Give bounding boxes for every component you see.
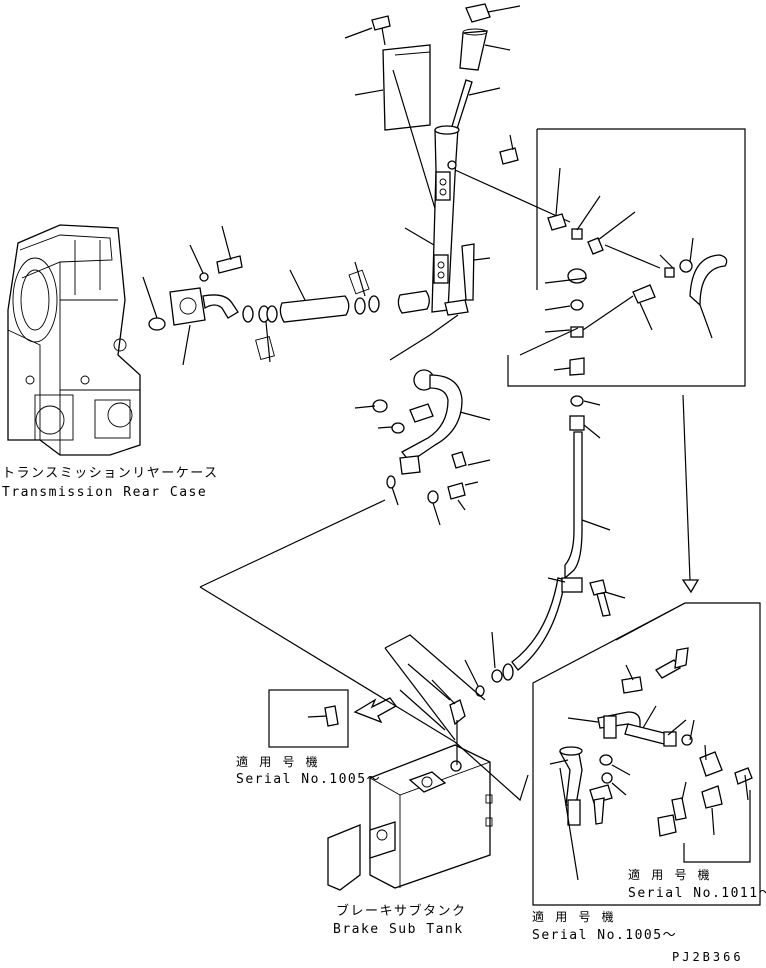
serial-inner-label-en: Serial No.1011～ xyxy=(628,886,766,901)
bolt-washer-flange xyxy=(189,225,243,282)
arrow-left xyxy=(353,697,397,724)
bracket-rod xyxy=(461,243,491,301)
flange-elbow xyxy=(169,287,239,366)
transmission-rear-case xyxy=(7,224,141,456)
brake-tank-label-jp: ブレーキサブタンク xyxy=(336,904,467,919)
brake-pipe xyxy=(464,395,626,697)
o-ring-left xyxy=(142,276,166,331)
detail-frame-left-small xyxy=(268,689,349,748)
detail-upper-right-parts xyxy=(519,167,728,376)
bolt-top xyxy=(344,15,391,46)
serial-right-label-jp: 適 用 号 機 xyxy=(532,910,616,924)
dipstick xyxy=(449,79,501,136)
detail-frame-lower-right xyxy=(532,602,761,906)
bolt-pipe xyxy=(499,134,519,165)
detail-lower-right-parts xyxy=(549,647,753,881)
detail-frame-upper-right xyxy=(507,128,746,387)
filler-pipe xyxy=(404,125,571,316)
cover-plate xyxy=(354,44,441,226)
serial-right-label-en: Serial No.1005～ xyxy=(532,928,678,943)
reference-lines xyxy=(199,499,686,802)
hose-clamps-right xyxy=(348,261,380,315)
transmission-label-jp: トランスミッションリヤーケース xyxy=(2,466,219,481)
strainer xyxy=(459,28,511,71)
hose-main xyxy=(279,269,350,323)
arrow-down-right xyxy=(681,394,700,594)
middle-hose-assembly xyxy=(354,314,491,526)
detail-frame-inner-bracket xyxy=(683,790,751,863)
serial-left-label-jp: 適 用 号 機 xyxy=(236,755,320,769)
serial-left-label-en: Serial No.1005～ xyxy=(236,772,382,787)
filler-cap xyxy=(465,3,521,23)
short-hose xyxy=(397,290,430,314)
left-detail-fitting xyxy=(307,705,339,727)
hose-clamps-left xyxy=(242,305,278,363)
serial-inner-label-jp: 適 用 号 機 xyxy=(628,868,712,882)
brake-tank-label-en: Brake Sub Tank xyxy=(333,922,464,937)
drawing-code: PJ2B366 xyxy=(672,950,744,964)
transmission-label-en: Transmission Rear Case xyxy=(2,485,208,500)
brake-sub-tank xyxy=(327,679,493,891)
